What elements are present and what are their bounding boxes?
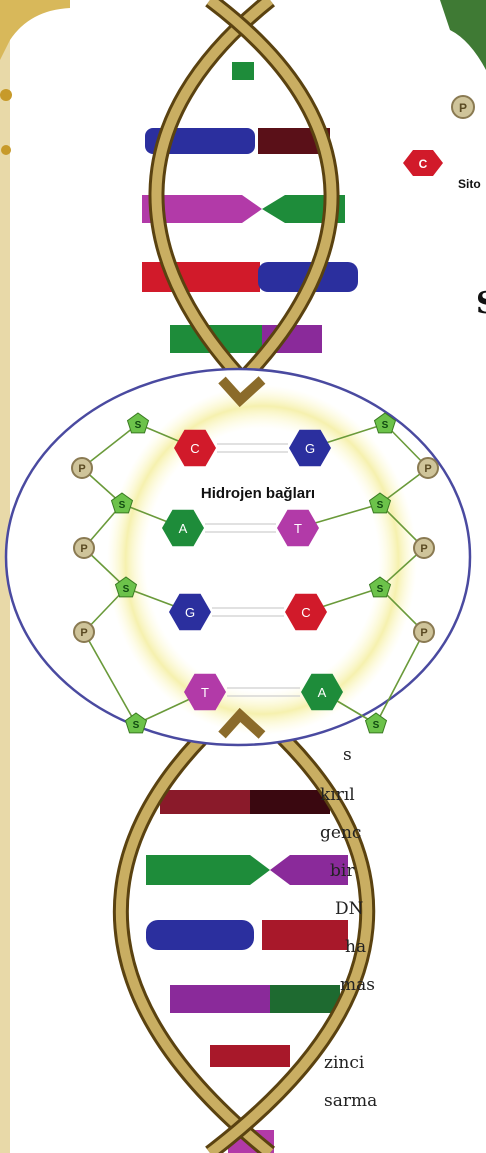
- base-a: [301, 673, 343, 711]
- phosphate-sugar-link: [83, 631, 137, 725]
- hydrogen-bonds-label: Hidrojen bağları: [201, 485, 315, 502]
- sugar-group: [124, 712, 148, 734]
- sugar-group: [368, 576, 392, 598]
- sugar-group: [114, 576, 138, 598]
- body-text-line: sarma: [324, 1091, 378, 1111]
- body-text-line: ha: [345, 937, 367, 957]
- lower-base-pairs: [146, 790, 348, 1153]
- body-text-line: kırıl: [320, 785, 355, 805]
- upper-helix-backbone: [148, 0, 340, 406]
- phosphate-legend-symbol: P: [459, 101, 467, 115]
- base-label: A: [179, 521, 188, 536]
- sugar-label: S: [377, 584, 384, 595]
- sugar-label: S: [123, 584, 130, 595]
- base-c: [174, 429, 216, 467]
- base-g: [289, 429, 331, 467]
- base-pair-rung: [142, 262, 260, 292]
- body-text-line: bir: [330, 861, 355, 881]
- phosphate-group: [417, 457, 439, 479]
- base-label: T: [201, 685, 209, 700]
- sugar-group: [368, 492, 392, 514]
- body-text-line: mas: [340, 975, 375, 995]
- phosphate-group: [73, 537, 95, 559]
- base-label: G: [305, 441, 315, 456]
- base-label: C: [190, 441, 199, 456]
- sugar-label: S: [133, 720, 140, 731]
- sugar-label: S: [373, 720, 380, 731]
- phosphate-sugar-link: [375, 631, 425, 725]
- base-pair-rung: [262, 920, 348, 950]
- sugar-group: [373, 412, 397, 434]
- base-g: [169, 593, 211, 631]
- base-t: [277, 509, 319, 547]
- phosphate-label: P: [420, 543, 427, 555]
- base-pair-rung: [160, 790, 250, 814]
- base-pair-rung: [270, 985, 340, 1013]
- nucleotides: P S C P S A P S G S T P S G P S T P S C S A: [71, 412, 439, 734]
- sugar-label: S: [377, 500, 384, 511]
- base-pair-rung: [170, 985, 270, 1013]
- base-pair-rung: [146, 855, 250, 885]
- cytosine-legend-symbol: C: [419, 157, 428, 171]
- base-a: [162, 509, 204, 547]
- phosphate-label: P: [420, 627, 427, 639]
- base-pair-rung: [270, 855, 348, 885]
- base-c: [285, 593, 327, 631]
- base-pair-rung: [242, 195, 262, 223]
- phosphate-legend-icon: [451, 95, 475, 119]
- sugar-group: [364, 712, 388, 734]
- base-label: G: [185, 605, 195, 620]
- base-pair-rung: [146, 920, 254, 950]
- body-text-line: zinci: [324, 1053, 365, 1073]
- sugar-group: [126, 412, 150, 434]
- body-text-line: genc: [320, 823, 362, 843]
- phosphate-group: [71, 457, 93, 479]
- base-pair-rung: [232, 62, 254, 80]
- cytosine-legend-caption: Sito: [458, 177, 481, 191]
- legend: P C Sito S: [403, 95, 486, 321]
- sugar-phosphate-link: [81, 423, 139, 469]
- base-label: C: [301, 605, 310, 620]
- phosphate-label: P: [80, 543, 87, 555]
- phosphate-group: [73, 621, 95, 643]
- hydrogen-bonds: [205, 443, 300, 697]
- section-heading-fragment: S: [476, 286, 486, 321]
- zoom-ellipse: [4, 367, 472, 747]
- sugar-label: S: [382, 420, 389, 431]
- base-pair-rung: [250, 855, 270, 885]
- body-text-line: DN: [335, 899, 364, 919]
- phosphate-group: [413, 621, 435, 643]
- sugar-label: S: [119, 500, 126, 511]
- body-text-line: s: [343, 745, 352, 765]
- cytosine-legend-icon: [403, 150, 443, 176]
- phosphate-group: [413, 537, 435, 559]
- base-t: [184, 673, 226, 711]
- base-pair-rung: [250, 790, 330, 814]
- sugar-group: [110, 492, 134, 514]
- phosphate-label: P: [424, 463, 431, 475]
- base-label: A: [318, 685, 327, 700]
- base-label: T: [294, 521, 302, 536]
- sugar-label: S: [135, 420, 142, 431]
- lower-helix-backbone: [112, 712, 376, 1153]
- base-pair-rung: [210, 1045, 290, 1067]
- phosphate-label: P: [80, 627, 87, 639]
- phosphate-label: P: [78, 463, 85, 475]
